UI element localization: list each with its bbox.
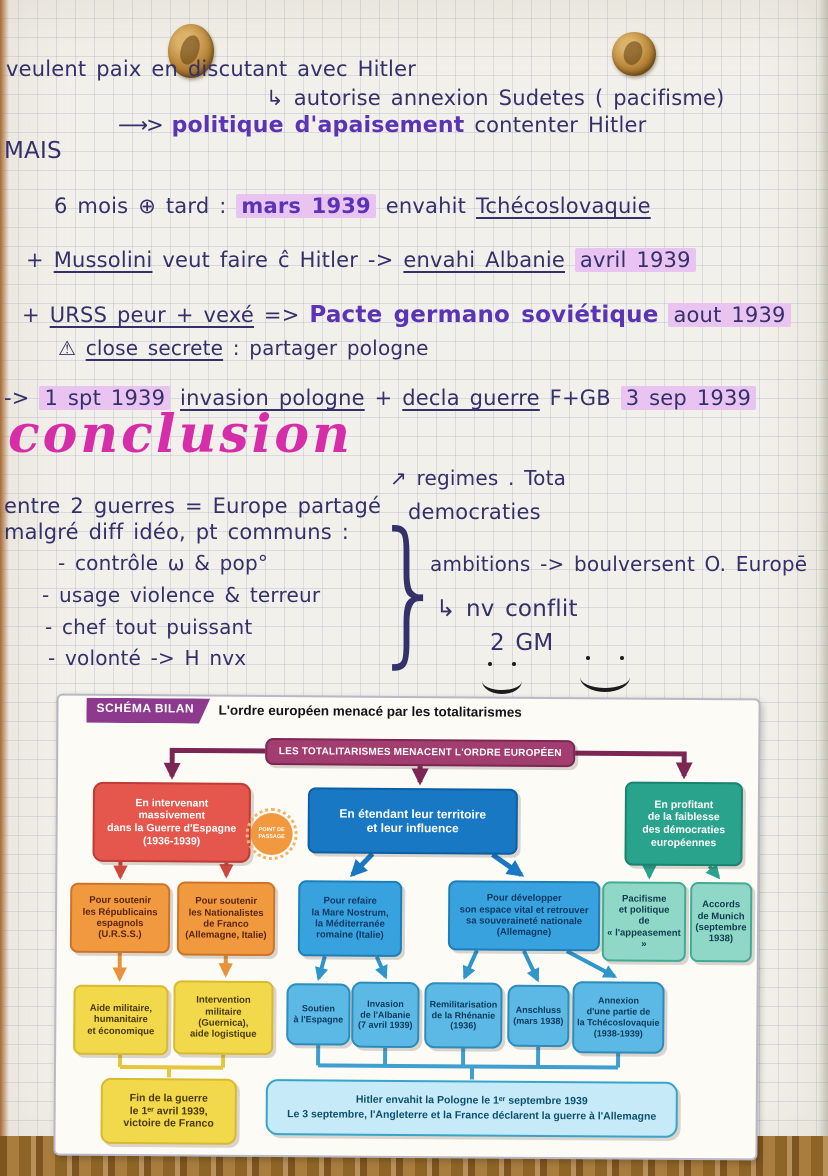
emphasized-text: politique d'apaisement [171,113,465,138]
plus-glyph: + [26,248,44,272]
pushpin-icon [168,24,214,78]
highlighted-date: 1 spt 1939 [39,386,171,410]
military-aid-box: Aide militaire, humanitaire et économiqu… [73,984,169,1056]
schema-panel: SCHÉMA BILAN L'ordre européen menacé par… [53,693,761,1161]
point-de-passage-badge: POINT DE PASSAGE [245,807,298,861]
support-nationalists-box: Pour soutenir les Nationalistes de Franc… [176,881,276,957]
underlined-text: invasion pologne [180,386,365,410]
branch-territory-box: En étendant leur territoire et leur infl… [307,787,518,855]
note-text: 6 mois ⊕ tard : [54,194,227,218]
note-line: ↳ autorise annexion Sudetes ( pacifisme) [266,86,725,110]
event-box: Invasion de l'Albanie (7 avril 1939) [351,981,420,1049]
note-text: veut faire ĉ Hitler -> [162,248,394,272]
event-box: Soutien à l'Espagne [286,983,351,1046]
highlighted-date: aout 1939 [668,303,791,327]
conclusion-heading: conclusion [8,404,353,465]
munich-accords-box: Accords de Munich (septembre 1938) [689,881,753,963]
event-box: Anschluss (mars 1938) [507,984,570,1048]
long-arrow-glyph: ⟶> [118,113,164,137]
note-line: MAIS [4,138,62,164]
appeasement-box: Pacifisme et politique de « l'appeasemen… [601,881,687,962]
note-text: envahit [385,194,467,218]
curly-brace-glyph: } [372,499,448,683]
espace-vital-box: Pour développer son espace vital et retr… [447,880,601,952]
bullet-item: - chef tout puissant [45,615,253,639]
support-republicans-box: Pour soutenir les Républicains espagnols… [69,882,171,954]
plus-glyph: + [22,303,40,327]
note-line: ↳ nv conflit [436,596,578,622]
note-line: 6 mois ⊕ tard : mars 1939 envahit Tchéco… [54,194,651,218]
note-text: autorise annexion Sudetes ( pacifisme) [293,86,725,110]
highlighted-date: mars 1939 [236,194,376,218]
note-text: F+GB [549,386,611,410]
underlined-text: Mussolini [53,248,153,272]
emphasized-text: Pacte germano soviétique [309,302,659,328]
franco-victory-box: Fin de la guerre le 1ᵉʳ avril 1939, vict… [100,1077,237,1145]
note-line: + URSS peur + vexé => Pacte germano sovi… [22,302,791,328]
page-right-edge [818,0,828,1150]
note-line: ↗ regimes . Tota [390,466,567,490]
underlined-text: URSS peur + vexé [49,303,255,327]
mare-nostrum-box: Pour refaire la Mare Nostrum, la Méditer… [297,880,403,957]
arrow-glyph: => [263,303,300,327]
smiley-doodle-icon [580,656,630,692]
note-line: -> 1 spt 1939 invasion pologne + decla g… [4,386,757,410]
note-line: veulent paix en discutant avec Hitler [6,57,417,81]
highlighted-date: 3 sep 1939 [620,386,757,410]
branch-spain-box: En intervenant massivement dans la Guerr… [92,781,252,863]
note-line: malgré diff idéo, pt communs : [4,520,350,544]
warning-icon: ⚠ [58,336,77,360]
return-arrow-glyph: ↳ [266,86,284,110]
intervention-box: Intervention militaire (Guernica), aide … [173,980,274,1056]
underlined-text: close secrete [85,336,224,360]
arrow-glyph: -> [4,386,30,410]
note-line: entre 2 guerres = Europe partagé [4,494,382,518]
page-left-edge [0,0,9,1150]
bullet-item: - usage violence & terreur [42,583,321,607]
note-text: contenter Hitler [474,113,647,137]
bullet-item: - volonté -> H nvx [48,646,247,670]
note-line: ⟶> politique d'apaisement contenter Hitl… [118,113,646,138]
root-box: LES TOTALITARISMES MENACENT L'ORDRE EURO… [265,738,576,768]
note-line: democraties [408,500,541,524]
note-text: : partager pologne [232,336,429,360]
highlighted-date: avril 1939 [574,248,696,272]
plus-glyph: + [374,386,393,410]
underlined-text: decla guerre [402,386,540,410]
bullet-item: - contrôle ω & pop° [58,551,269,575]
note-line: ⚠ close secrete : partager pologne [58,336,429,360]
poland-invasion-box: Hitler envahit la Pologne le 1ᵉʳ septemb… [265,1079,678,1138]
note-line: + Mussolini veut faire ĉ Hitler -> envah… [26,248,696,272]
underlined-text: envahi Albanie [403,248,566,272]
branch-democracies-box: En profitant de la faiblesse des démocra… [624,781,744,867]
pushpin-icon [612,32,656,76]
underlined-text: Tchécoslovaquie [475,194,651,218]
note-line: 2 GM [490,630,554,656]
connector-lines [112,747,721,1080]
smiley-doodle-icon [482,662,522,694]
event-box: Remilitarisation de la Rhénanie (1936) [424,982,503,1049]
note-line: ambitions -> boulversent O. Europē [430,552,808,576]
event-box: Annexion d'une partie de la Tchécoslovaq… [572,981,665,1054]
